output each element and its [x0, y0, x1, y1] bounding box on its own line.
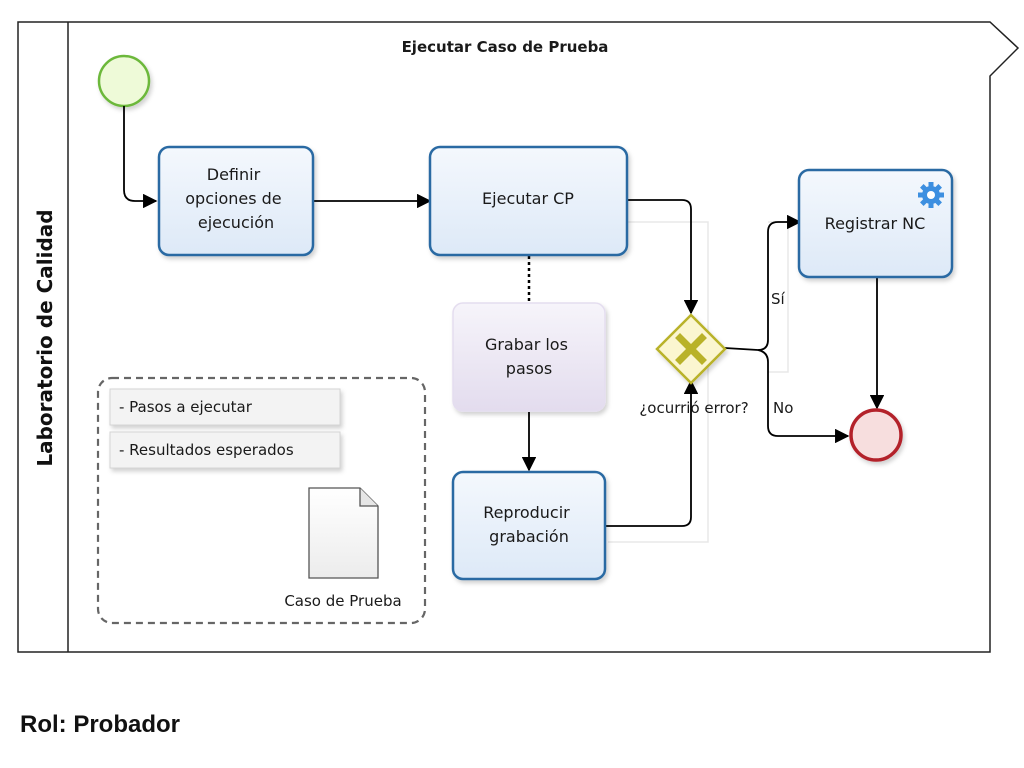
svg-text:Reproducir grabación: Reproducir grabación	[483, 503, 575, 546]
flow-gateway-no	[757, 349, 850, 444]
data-item-resultados: - Resultados esperados	[109, 431, 341, 469]
data-item-resultados-label: - Resultados esperados	[119, 441, 294, 459]
data-item-pasos-label: - Pasos a ejecutar	[119, 398, 253, 416]
task-definir-opciones[interactable]: Definir opciones de ejecución	[157, 145, 315, 257]
task-definir-line: Definir	[207, 165, 261, 184]
task-reproducir-line: Reproducir	[483, 503, 570, 522]
task-registrar-label: Registrar NC	[825, 214, 926, 233]
svg-text:Grabar los pasos: Grabar los pasos	[485, 335, 573, 378]
gear-icon	[918, 182, 944, 208]
task-grabar-pasos[interactable]: Grabar los pasos	[452, 302, 606, 412]
exclusive-gateway-x-icon	[675, 333, 707, 365]
data-item-pasos: - Pasos a ejecutar	[109, 388, 341, 426]
lane-label: Laboratorio de Calidad	[33, 209, 57, 466]
gateway-question: ¿ocurrió error?	[639, 399, 748, 417]
role-label: Rol: Probador	[20, 711, 180, 738]
document-icon[interactable]	[308, 487, 379, 579]
flow-start-to-definir	[123, 106, 158, 209]
guide-line	[608, 221, 709, 543]
task-registrar-nc[interactable]: Registrar NC	[797, 168, 954, 279]
flow-gateway-yes	[724, 214, 802, 351]
task-definir-line: ejecución	[198, 213, 274, 232]
task-ejecutar-cp[interactable]: Ejecutar CP	[428, 145, 629, 257]
bpmn-diagram: Ejecutar Caso de Prueba Laboratorio de C…	[17, 21, 1020, 653]
exclusive-gateway[interactable]	[655, 313, 727, 385]
data-object-label: Caso de Prueba	[284, 592, 401, 610]
flow-ejecutar-to-gateway	[627, 199, 699, 315]
task-reproducir-line: grabación	[489, 527, 569, 546]
task-ejecutar-label: Ejecutar CP	[482, 189, 574, 208]
svg-text:Definir opciones de: Definir opciones de ejecución	[185, 165, 286, 232]
task-definir-line: opciones de	[185, 189, 281, 208]
pool-title: Ejecutar Caso de Prueba	[402, 38, 609, 56]
start-event-icon[interactable]	[97, 54, 151, 108]
task-grabar-line: Grabar los	[485, 335, 568, 354]
task-grabar-line: pasos	[506, 359, 552, 378]
end-event-icon[interactable]	[849, 408, 903, 462]
gateway-no-label: No	[773, 399, 793, 417]
gateway-yes-label: Sí	[771, 290, 786, 308]
task-reproducir-grabacion[interactable]: Reproducir grabación	[451, 470, 607, 581]
data-object-group: - Pasos a ejecutar - Resultados esperado…	[96, 376, 427, 625]
flow-reproducir-to-gateway	[606, 379, 699, 527]
